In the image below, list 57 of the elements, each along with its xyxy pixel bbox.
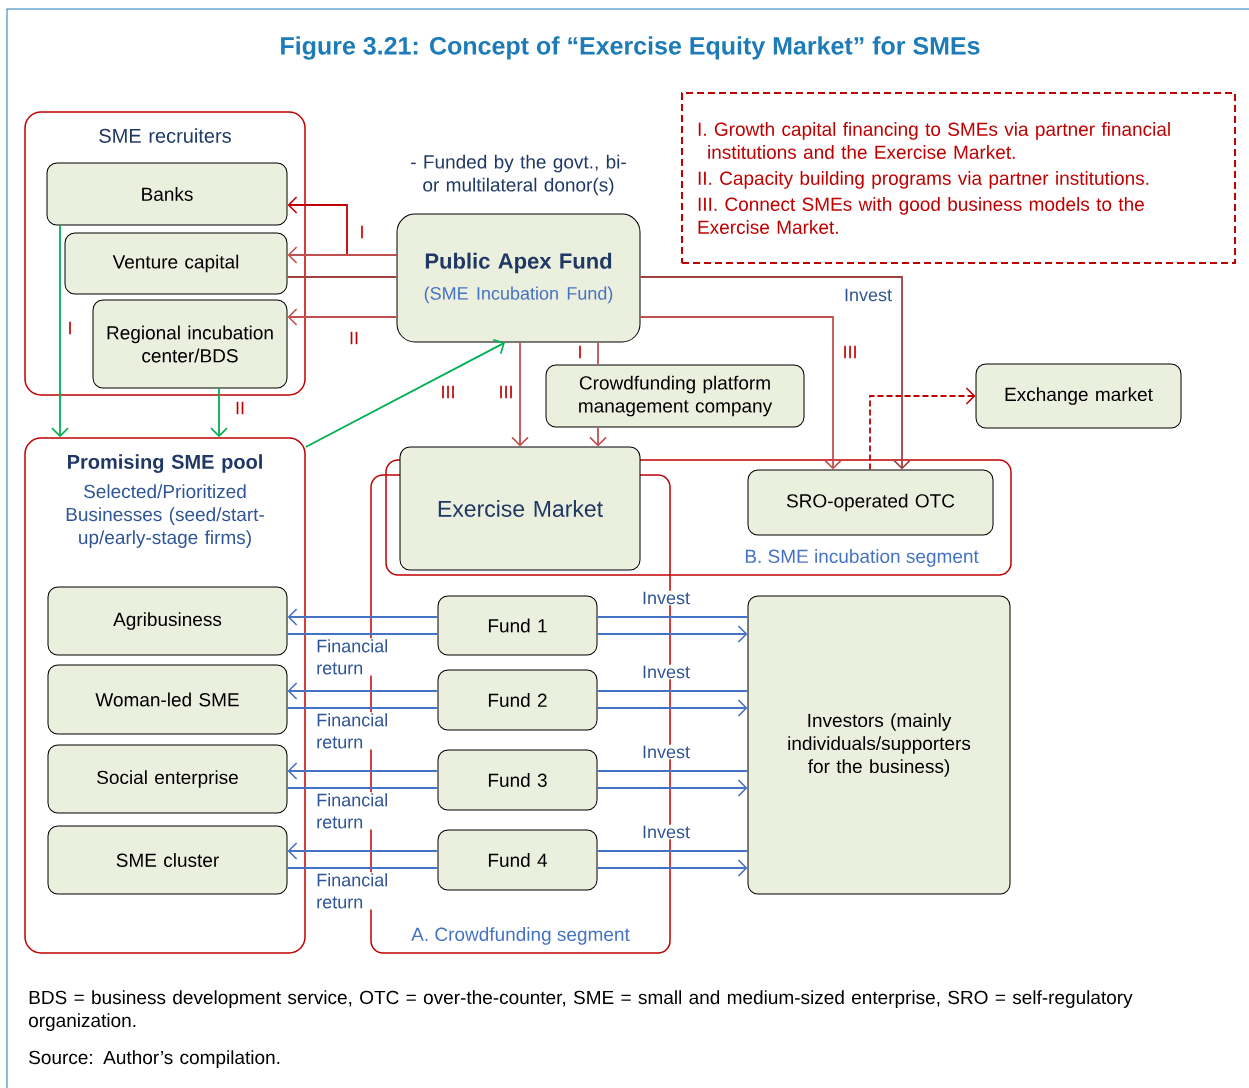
arrow — [596, 779, 748, 797]
process-box: Venture capital — [64, 232, 288, 295]
arrow — [596, 859, 748, 877]
arrow — [51, 224, 69, 438]
edge-label: Financial return — [315, 638, 387, 676]
note-text: - Funded by the govt., bi- or multilateral donor(s) — [411, 154, 626, 196]
arrow — [639, 316, 842, 470]
process-box: Exchange market — [975, 363, 1182, 429]
arrow — [511, 341, 529, 447]
process-box: Woman-led SME — [47, 664, 288, 735]
arrow — [869, 387, 976, 471]
note-box: I. Growth capital financing to SMEs via partner financial institutions and the Exercise Market. II. Capacity building programs via partner institutions. III. Connect SMEs with good business models to the Exercise Market. — [681, 92, 1236, 264]
process-box: Fund 2 — [437, 669, 598, 731]
process-box: SRO-operated OTC — [747, 469, 994, 536]
edge-label: I — [576, 344, 584, 360]
arrow — [287, 842, 439, 860]
edge-label: III — [497, 384, 515, 400]
edge-label: Invest — [843, 287, 893, 303]
arrow — [287, 308, 398, 326]
footnote-text: Source: Author’s compilation. — [29, 1050, 280, 1068]
arrow — [287, 682, 439, 700]
footnote-text: BDS = business development service, OTC = over-the-counter, SME = small and medium-sized enterprise, SRO = self-regulatory organization. — [29, 990, 1133, 1031]
edge-label: III — [841, 344, 859, 360]
figure-title: Figure 3.21: Concept of “Exercise Equity Market” for SMEs — [281, 36, 980, 60]
market-box: Exercise Market — [399, 446, 641, 571]
edge-label: Invest — [641, 664, 691, 680]
arrow — [639, 276, 911, 470]
arrow — [287, 246, 398, 264]
arrow — [287, 608, 439, 626]
process-box: Fund 4 — [437, 829, 598, 891]
arrow — [287, 762, 439, 780]
edge-label: Invest — [641, 590, 691, 606]
arrow — [589, 426, 607, 447]
edge-label: Financial return — [315, 792, 387, 830]
edge-label: Financial return — [315, 712, 387, 750]
process-box: Fund 3 — [437, 749, 598, 811]
edge-label: III — [439, 384, 457, 400]
arrow — [596, 699, 748, 717]
edge-label: Financial return — [315, 872, 387, 910]
edge-label: I — [358, 224, 366, 240]
process-box: Crowdfunding platform management company — [545, 364, 805, 428]
edge-label: Invest — [641, 744, 691, 760]
arrow — [210, 387, 228, 438]
edge-label: Invest — [641, 824, 691, 840]
arrow — [304, 338, 505, 448]
process-box: Investors (mainly individuals/supporters for the business) — [747, 595, 1011, 895]
edge-label: II — [348, 330, 360, 346]
process-box: Banks — [46, 162, 288, 226]
process-box: Regional incubation center/BDS — [92, 299, 288, 389]
edge-label: II — [234, 400, 246, 416]
process-box: SME cluster — [47, 825, 288, 895]
process-box: Social enterprise — [47, 744, 288, 814]
fund-box: Public Apex Fund (SME Incubation Fund) — [396, 213, 641, 343]
process-box: Agribusiness — [47, 586, 288, 656]
edge-label: I — [66, 320, 74, 336]
arrow — [596, 625, 748, 643]
process-box: Fund 1 — [437, 595, 598, 656]
